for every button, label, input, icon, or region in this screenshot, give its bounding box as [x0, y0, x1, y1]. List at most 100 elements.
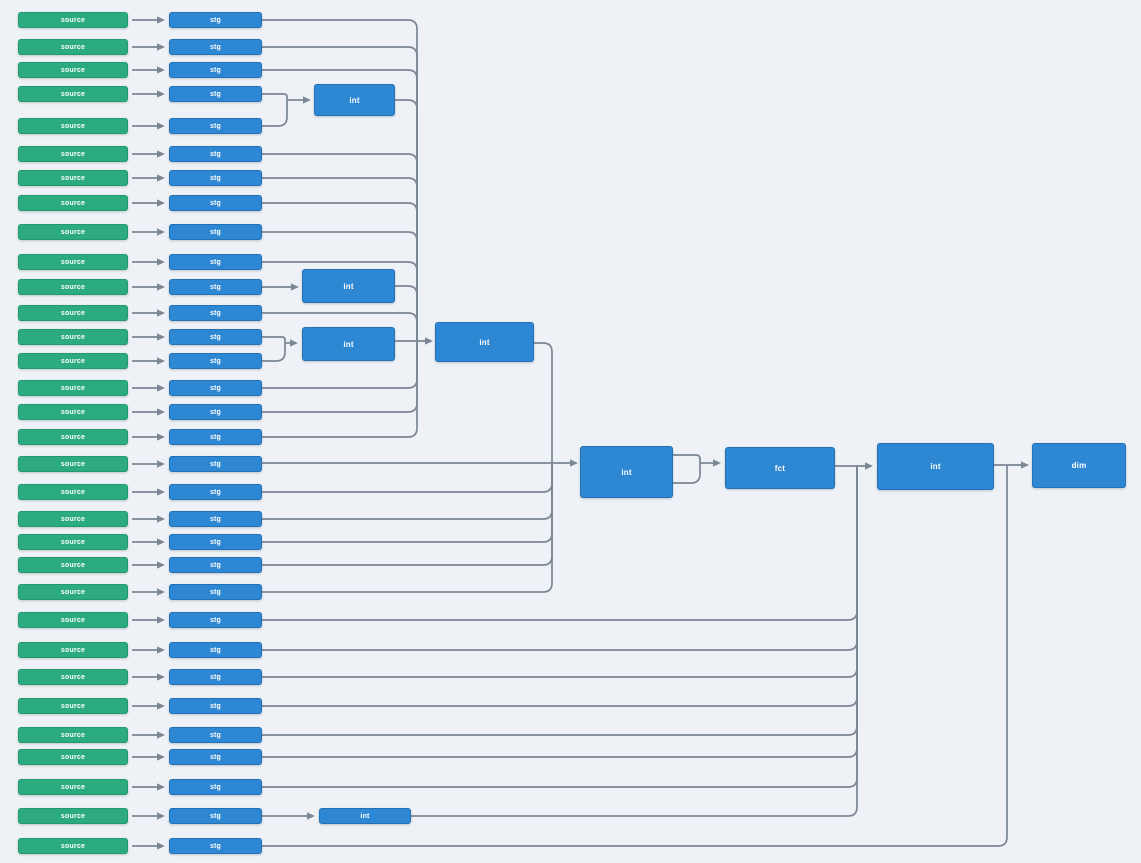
edge [262, 69, 418, 341]
int-1-node[interactable]: int [314, 84, 395, 116]
source-node[interactable]: source [18, 146, 128, 162]
source-node[interactable]: source [18, 669, 128, 685]
stg-node[interactable]: stg [169, 511, 262, 527]
stg-node[interactable]: stg [169, 749, 262, 765]
source-node[interactable]: source [18, 62, 128, 78]
int-2-node[interactable]: int [302, 269, 395, 303]
source-node[interactable]: source [18, 749, 128, 765]
source-node[interactable]: source [18, 254, 128, 270]
dim-node[interactable]: dim [1032, 443, 1126, 488]
edge [262, 463, 553, 593]
int-4-node[interactable]: int [435, 322, 534, 362]
int-7-node[interactable]: int [319, 808, 411, 824]
stg-node[interactable]: stg [169, 329, 262, 345]
source-node[interactable]: source [18, 456, 128, 472]
arrowhead-icon [303, 96, 311, 104]
source-node[interactable]: source [18, 195, 128, 211]
edge [395, 285, 418, 341]
arrowhead-icon [157, 753, 165, 761]
arrowhead-icon [157, 122, 165, 130]
source-node[interactable]: source [18, 511, 128, 527]
stg-node[interactable]: stg [169, 484, 262, 500]
stg-node[interactable]: stg [169, 698, 262, 714]
source-node[interactable]: source [18, 39, 128, 55]
int-3-node[interactable]: int [302, 327, 395, 361]
arrowhead-icon [157, 702, 165, 710]
stg-node[interactable]: stg [169, 669, 262, 685]
arrowhead-icon [157, 673, 165, 681]
edge [262, 466, 858, 788]
stg-node[interactable]: stg [169, 39, 262, 55]
edge [262, 336, 286, 343]
stg-node[interactable]: stg [169, 170, 262, 186]
source-node[interactable]: source [18, 534, 128, 550]
arrowhead-icon [157, 283, 165, 291]
source-node[interactable]: source [18, 118, 128, 134]
stg-node[interactable]: stg [169, 404, 262, 420]
stg-node[interactable]: stg [169, 727, 262, 743]
edge [411, 466, 858, 817]
int-5-node[interactable]: int [580, 446, 673, 498]
stg-node[interactable]: stg [169, 12, 262, 28]
stg-node[interactable]: stg [169, 808, 262, 824]
source-node[interactable]: source [18, 838, 128, 854]
source-node[interactable]: source [18, 305, 128, 321]
stg-node[interactable]: stg [169, 584, 262, 600]
source-node[interactable]: source [18, 86, 128, 102]
arrowhead-icon [157, 433, 165, 441]
source-node[interactable]: source [18, 279, 128, 295]
stg-node[interactable]: stg [169, 62, 262, 78]
edge [262, 463, 553, 493]
int-6-node[interactable]: int [877, 443, 994, 490]
edge [262, 343, 286, 362]
source-node[interactable]: source [18, 429, 128, 445]
stg-node[interactable]: stg [169, 195, 262, 211]
stg-node[interactable]: stg [169, 534, 262, 550]
arrowhead-icon [1021, 461, 1029, 469]
source-node[interactable]: source [18, 642, 128, 658]
source-node[interactable]: source [18, 170, 128, 186]
source-node[interactable]: source [18, 779, 128, 795]
stg-node[interactable]: stg [169, 146, 262, 162]
arrowhead-icon [157, 384, 165, 392]
stg-node[interactable]: stg [169, 838, 262, 854]
stg-node[interactable]: stg [169, 254, 262, 270]
source-node[interactable]: source [18, 224, 128, 240]
source-node[interactable]: source [18, 353, 128, 369]
arrowhead-icon [157, 174, 165, 182]
arrowhead-icon [157, 16, 165, 24]
stg-node[interactable]: stg [169, 642, 262, 658]
source-node[interactable]: source [18, 12, 128, 28]
edge [673, 463, 701, 484]
stg-node[interactable]: stg [169, 118, 262, 134]
stg-node[interactable]: stg [169, 380, 262, 396]
stg-node[interactable]: stg [169, 353, 262, 369]
arrowhead-icon [157, 43, 165, 51]
source-node[interactable]: source [18, 329, 128, 345]
stg-node[interactable]: stg [169, 456, 262, 472]
source-node[interactable]: source [18, 404, 128, 420]
source-node[interactable]: source [18, 612, 128, 628]
arrowhead-icon [157, 228, 165, 236]
stg-node[interactable]: stg [169, 779, 262, 795]
edge [262, 19, 418, 341]
stg-node[interactable]: stg [169, 612, 262, 628]
source-node[interactable]: source [18, 557, 128, 573]
edge [262, 466, 858, 736]
source-node[interactable]: source [18, 698, 128, 714]
source-node[interactable]: source [18, 808, 128, 824]
stg-node[interactable]: stg [169, 279, 262, 295]
arrowhead-icon [157, 731, 165, 739]
stg-node[interactable]: stg [169, 429, 262, 445]
stg-node[interactable]: stg [169, 305, 262, 321]
arrowhead-icon [157, 408, 165, 416]
source-node[interactable]: source [18, 380, 128, 396]
stg-node[interactable]: stg [169, 557, 262, 573]
stg-node[interactable]: stg [169, 86, 262, 102]
source-node[interactable]: source [18, 484, 128, 500]
source-node[interactable]: source [18, 584, 128, 600]
source-node[interactable]: source [18, 727, 128, 743]
fct-node[interactable]: fct [725, 447, 835, 489]
stg-node[interactable]: stg [169, 224, 262, 240]
